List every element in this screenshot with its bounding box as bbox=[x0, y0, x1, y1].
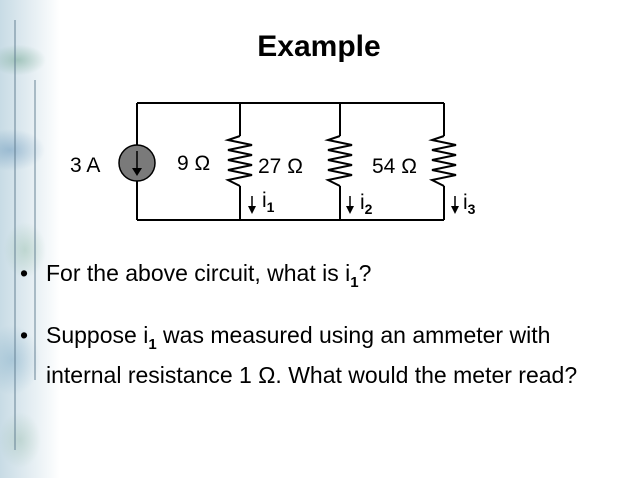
question-1: • For the above circuit, what is i1? bbox=[20, 258, 620, 298]
question-1-subscript: 1 bbox=[350, 274, 359, 291]
resistor-9-icon bbox=[224, 135, 253, 187]
current-source-icon bbox=[118, 144, 156, 182]
slide-title: Example bbox=[257, 30, 381, 63]
strip-line bbox=[14, 20, 16, 450]
decorative-side-image bbox=[0, 0, 60, 478]
resistor-label-3: 54 Ω bbox=[372, 155, 417, 178]
current-arrow-i3-icon bbox=[451, 196, 459, 214]
current-arrow-i1-icon bbox=[248, 196, 256, 214]
question-2-prefix: Suppose i bbox=[46, 322, 149, 348]
question-2-subscript: 1 bbox=[148, 336, 157, 353]
bullet-marker: • bbox=[20, 322, 29, 348]
resistor-label-1: 9 Ω bbox=[177, 152, 210, 175]
current-label-i2: i2 bbox=[360, 191, 373, 217]
question-list: • For the above circuit, what is i1? • S… bbox=[20, 258, 620, 412]
question-2-suffix: was measured using an ammeter with inter… bbox=[46, 322, 578, 388]
current-arrow-i2-icon bbox=[346, 196, 354, 214]
question-1-suffix: ? bbox=[358, 260, 372, 286]
bullet-marker: • bbox=[20, 260, 29, 286]
current-label-i3: i3 bbox=[463, 191, 476, 217]
resistor-54-icon bbox=[428, 135, 457, 187]
resistor-27-icon bbox=[324, 135, 353, 187]
question-1-prefix: For the above circuit, what is i bbox=[46, 260, 351, 286]
resistor-label-2: 27 Ω bbox=[258, 155, 303, 178]
question-2: • Suppose i1 was measured using an ammet… bbox=[20, 320, 620, 390]
strip-line bbox=[34, 80, 36, 380]
source-label: 3 A bbox=[70, 154, 100, 177]
current-label-i1: i1 bbox=[262, 189, 275, 215]
